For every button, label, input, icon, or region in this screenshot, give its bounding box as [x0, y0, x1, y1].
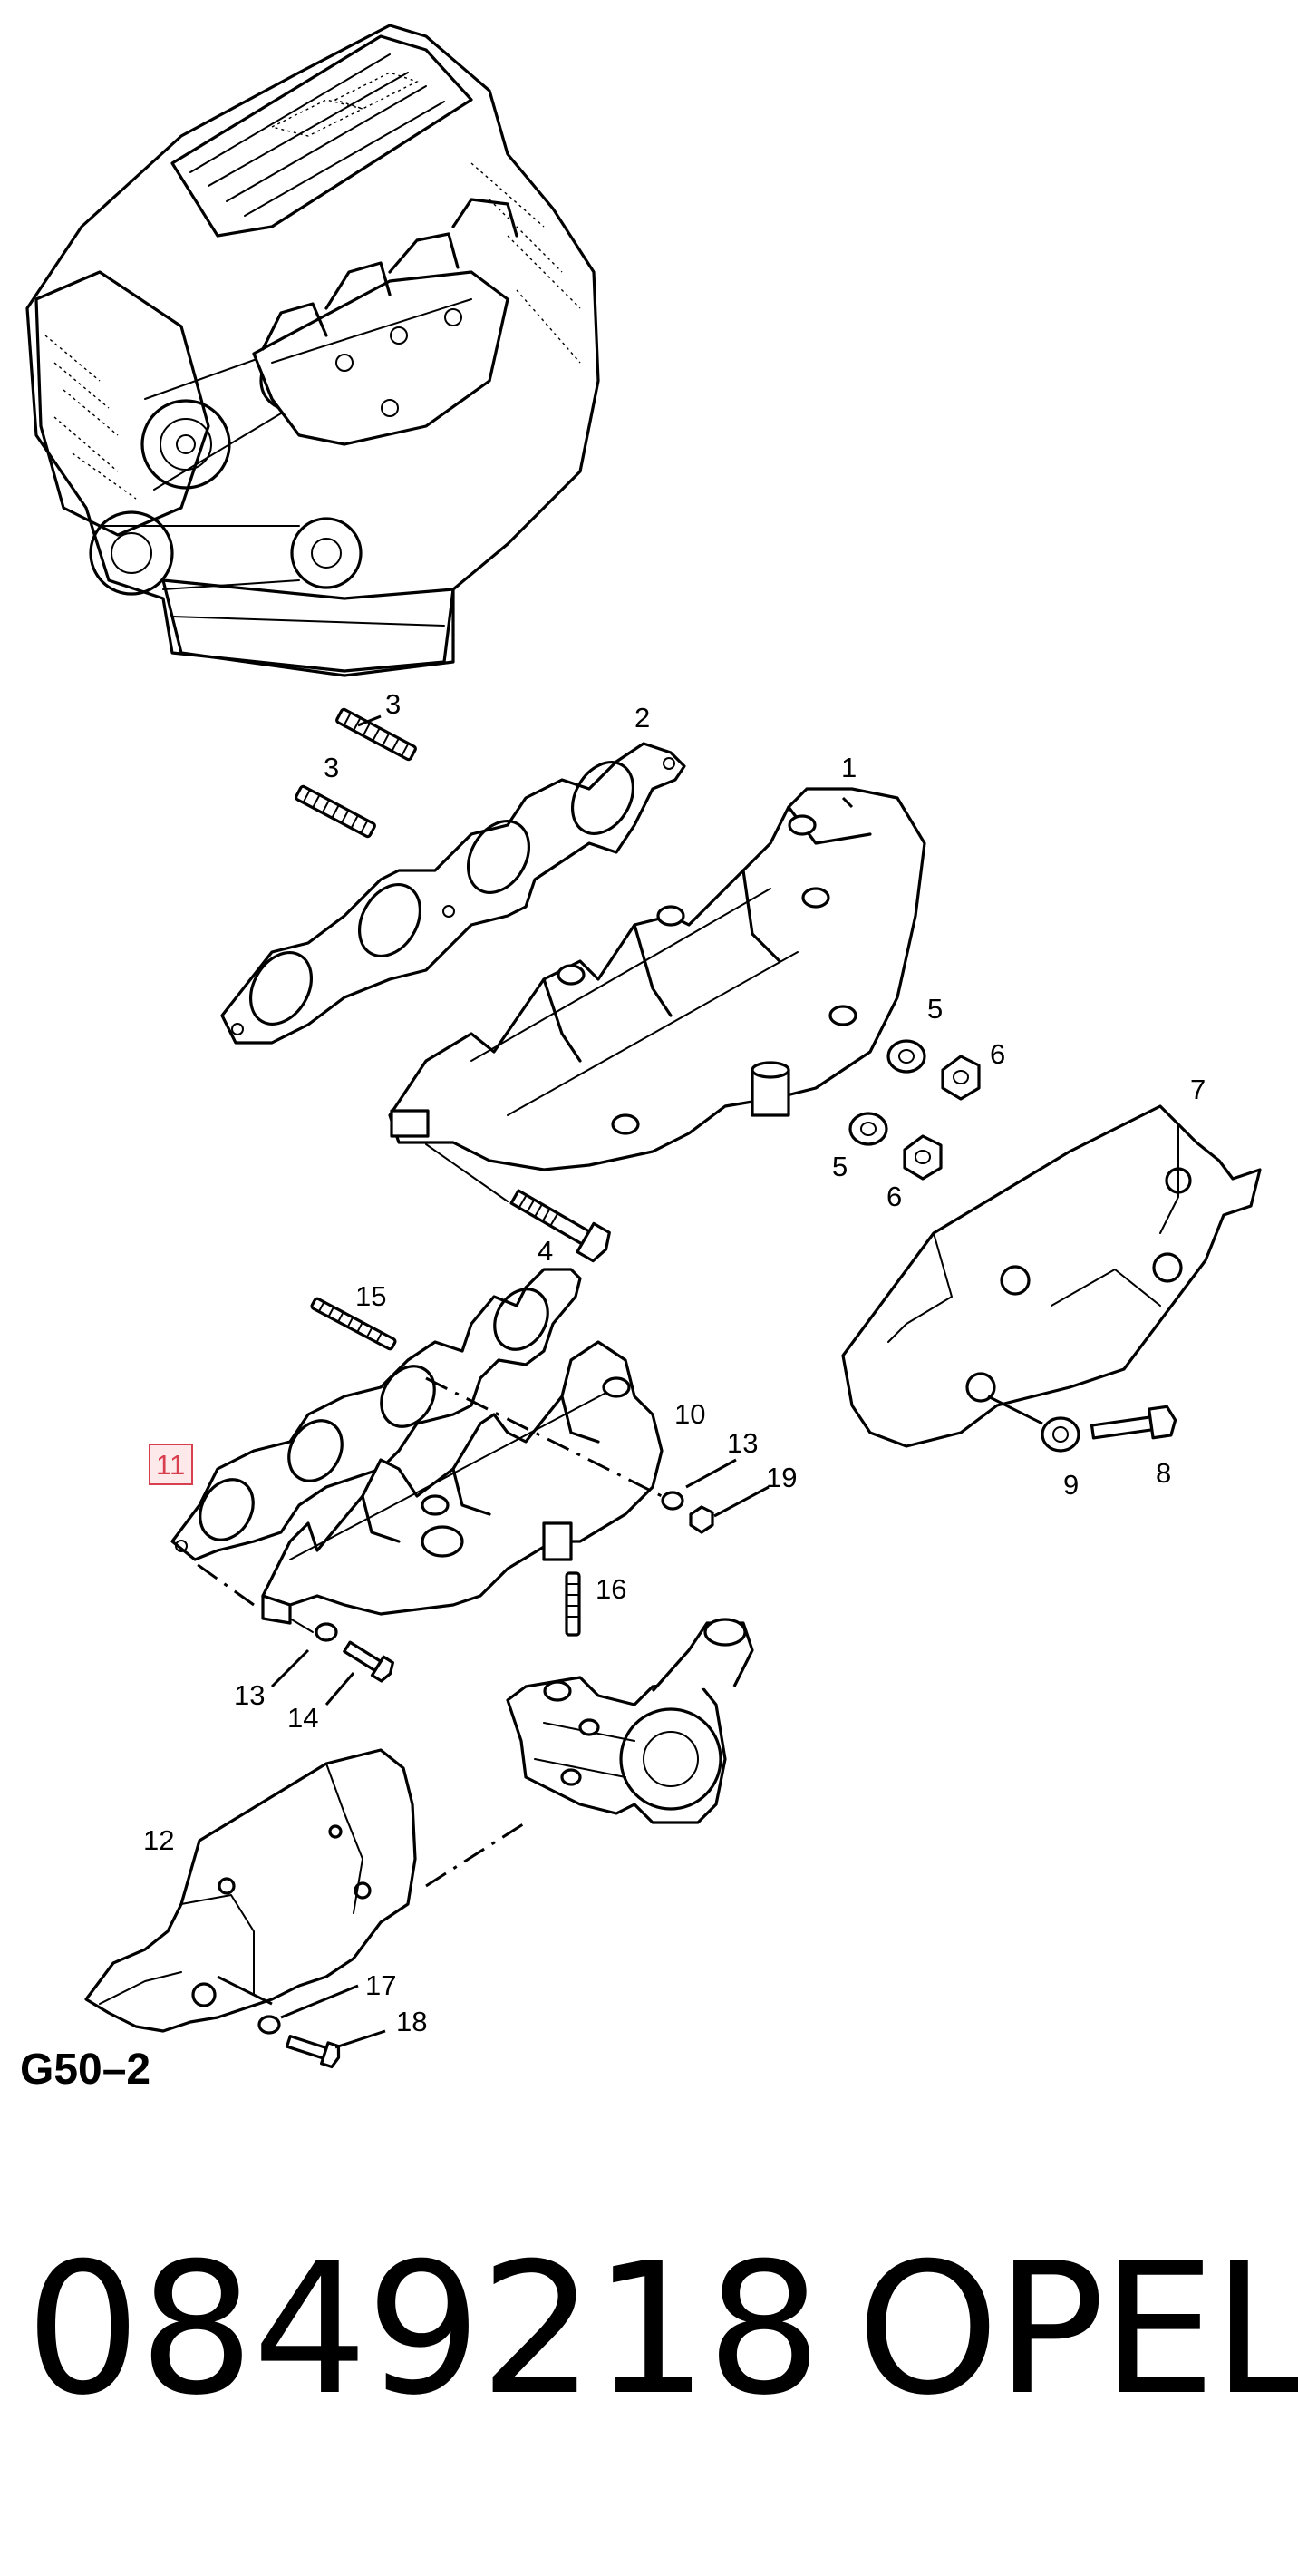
bolt-part-4	[425, 1143, 611, 1263]
callout-18: 18	[396, 2006, 427, 2037]
stud-part-16	[565, 1571, 581, 1637]
engine-assembly-illustration	[25, 24, 600, 677]
washer-and-bolt-lower	[270, 1618, 395, 1706]
exhaust-manifold-upper	[388, 787, 926, 1171]
heat-shield-upper	[841, 1104, 1262, 1448]
exhaust-manifold-lower	[261, 1340, 664, 1625]
manifold-studs	[295, 707, 417, 839]
callout-17: 17	[365, 1969, 396, 2001]
callout-10: 10	[674, 1398, 705, 1430]
callout-8: 8	[1156, 1457, 1171, 1489]
part-number: 0849218	[25, 2224, 822, 2435]
heat-shield-lower	[84, 1748, 417, 2033]
callout-13-left: 13	[234, 1679, 265, 1711]
callout-5-lower: 5	[832, 1151, 848, 1182]
callout-4: 4	[538, 1235, 553, 1267]
callout-13-right: 13	[727, 1427, 758, 1459]
callout-6-lower: 6	[886, 1181, 902, 1212]
turbocharger	[506, 1618, 754, 1824]
callout-14: 14	[287, 1702, 318, 1734]
callout-7: 7	[1190, 1074, 1206, 1105]
washer-and-nut-set-upper	[848, 1039, 981, 1181]
callout-16: 16	[596, 1573, 626, 1605]
washer-and-nut-set-lower	[661, 1458, 770, 1534]
callout-1: 1	[841, 752, 857, 783]
callout-11: 11	[156, 1449, 185, 1481]
callout-6-upper: 6	[990, 1038, 1005, 1070]
callout-2: 2	[634, 702, 650, 734]
stud-part-15	[310, 1297, 397, 1351]
washer-and-bolt-lower-shield	[257, 1984, 386, 2069]
callout-11-highlight[interactable]: 11	[149, 1444, 193, 1485]
callout-15: 15	[355, 1280, 386, 1312]
exhaust-manifold-gasket-upper	[220, 742, 686, 1045]
callout-9: 9	[1063, 1469, 1079, 1501]
callout-12: 12	[143, 1824, 174, 1856]
callout-3-lower: 3	[324, 752, 339, 783]
figure-code: G50–2	[20, 2046, 151, 2094]
callout-3-upper: 3	[385, 688, 401, 720]
exhaust-manifold-gasket-lower	[170, 1268, 582, 1561]
callout-19: 19	[766, 1462, 797, 1493]
washer-and-bolt-heat-shield	[987, 1395, 1177, 1453]
callout-5-upper: 5	[927, 993, 943, 1025]
brand-name: OPEL	[857, 2224, 1298, 2435]
